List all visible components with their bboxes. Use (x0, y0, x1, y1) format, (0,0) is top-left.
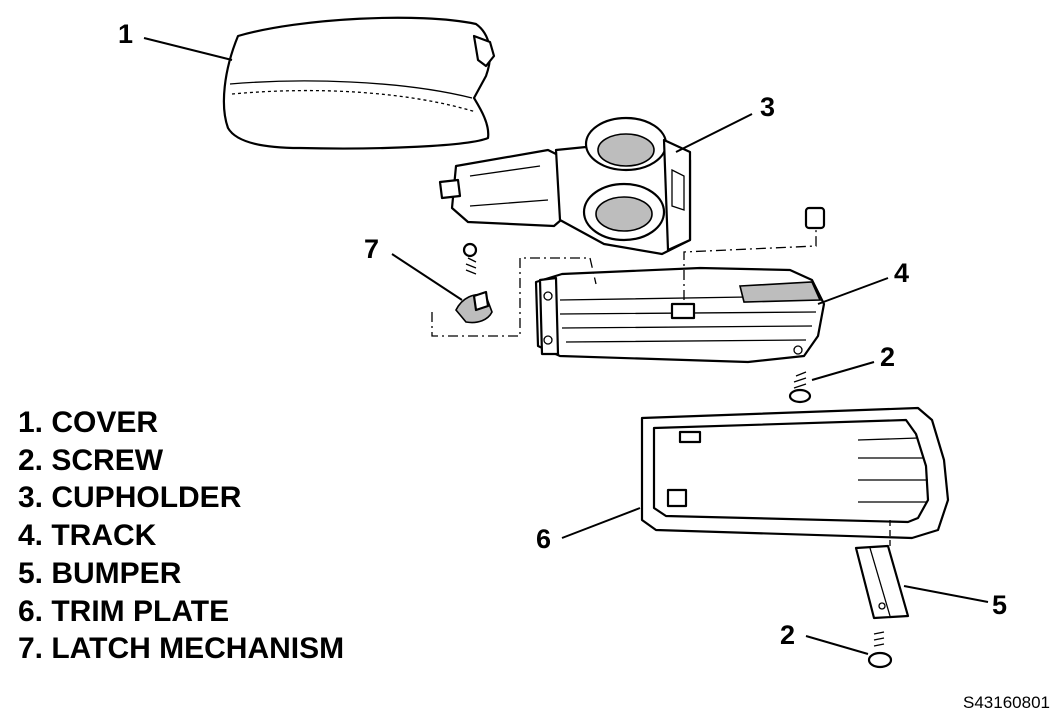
leader-lines (143, 37, 989, 655)
legend-item-cover: 1. COVER (18, 406, 159, 439)
bumper-part (854, 544, 910, 620)
track-part (534, 266, 826, 364)
leader-2a (811, 361, 875, 381)
callout-6: 6 (536, 524, 551, 554)
legend-item-cupholder: 3. CUPHOLDER (18, 481, 242, 515)
latch-mechanism-part (455, 242, 493, 324)
callout-4: 4 (894, 258, 909, 288)
callout-5: 5 (992, 590, 1007, 620)
legend-item-track: 4. TRACK (18, 519, 157, 553)
cover-part (222, 16, 496, 150)
legend-item-screw: 2. SCREW (18, 443, 164, 477)
screw-upper-part (788, 371, 812, 404)
legend-item-bumper: 5. BUMPER (18, 556, 182, 590)
small-bumper-part (804, 206, 826, 230)
callout-7: 7 (364, 234, 379, 264)
leader-5 (903, 585, 989, 603)
cupholder-part (438, 116, 692, 256)
assembly-lines (431, 230, 891, 548)
parts-legend: 1. COVER 2. SCREW 3. CUPHOLDER 4. TRACK … (18, 404, 344, 668)
callout-2-lower: 2 (780, 620, 795, 650)
figure-id: S43160801 (963, 693, 1050, 712)
callout-1: 1 (118, 19, 133, 49)
leader-2b (805, 635, 869, 655)
callout-3: 3 (760, 92, 775, 122)
legend-item-latch-mechanism: 7. LATCH MECHANISM (18, 632, 345, 666)
leader-3 (675, 113, 753, 153)
trim-plate-part (640, 406, 950, 540)
leader-7 (391, 253, 463, 301)
legend-item-trim-plate: 6. TRIM PLATE (18, 594, 230, 628)
leader-1 (143, 37, 233, 61)
leader-6 (561, 507, 641, 539)
screw-lower-part (867, 631, 893, 669)
leader-4 (817, 277, 889, 305)
callout-2-upper: 2 (880, 342, 895, 372)
